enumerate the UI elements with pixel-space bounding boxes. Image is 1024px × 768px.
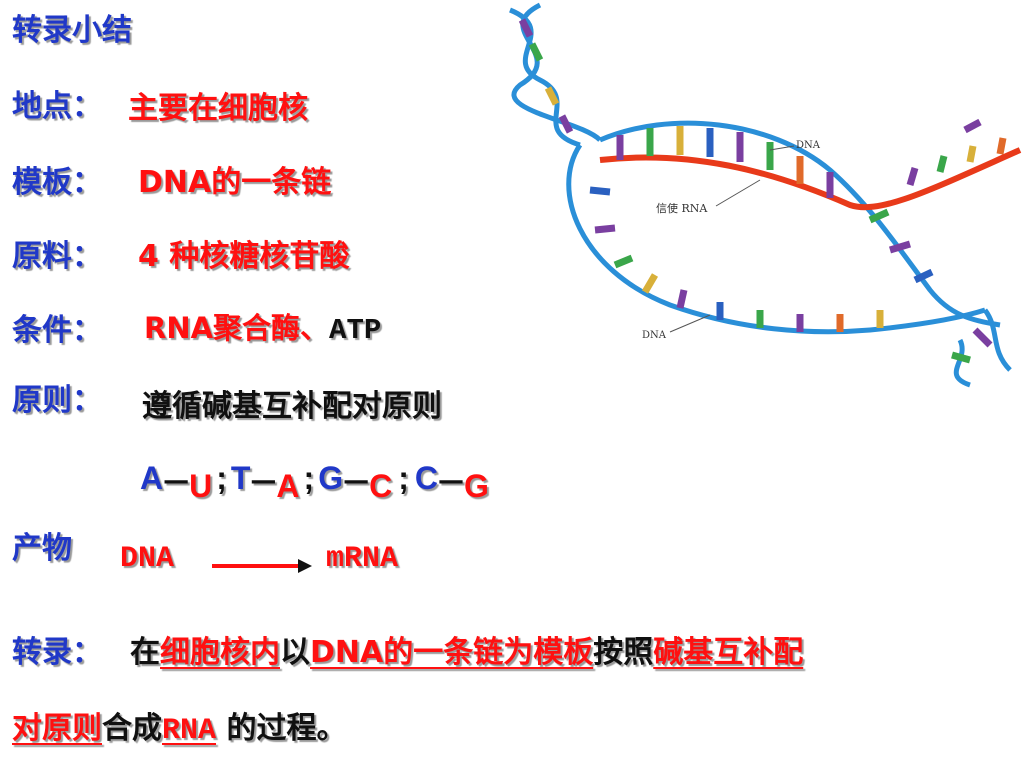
definition-seg-10: 的过程。 — [216, 711, 347, 746]
condition-value: RNA聚合酶、ATP — [144, 311, 382, 347]
base-pairs: A—U;T—A;G—C;C—G — [140, 460, 489, 502]
product-from: DNA — [120, 542, 175, 576]
location-label: 地点： — [12, 89, 102, 124]
pair-1-right: U — [189, 468, 213, 504]
pair-3-right: C — [369, 468, 393, 504]
definition-label: 转录： — [12, 635, 102, 670]
definition-seg-1: 在 — [130, 635, 160, 670]
pair-3-dash: — — [343, 466, 370, 496]
material-label: 原料： — [12, 239, 102, 274]
template-label: 模板： — [12, 165, 102, 200]
condition-atp: ATP — [329, 314, 382, 347]
definition-seg-6: 碱基互补配 — [653, 635, 804, 670]
product-to: mRNA — [326, 542, 399, 576]
definition-seg-4: DNA的一条链为模板 — [310, 635, 594, 670]
slide-title: 转录小结 — [12, 13, 132, 48]
pair-2-sep: ; — [303, 460, 315, 496]
definition-seg-9: RNA — [162, 714, 217, 748]
pair-1-dash: — — [163, 466, 190, 496]
label-dna-bottom: DNA — [642, 330, 667, 341]
pair-4-right: G — [463, 468, 489, 504]
pair-3-sep: ; — [398, 460, 409, 496]
pair-1-sep: ; — [216, 460, 227, 496]
transcription-diagram: DNA 信使 RNA DNA — [509, 2, 1022, 388]
label-mrna: 信使 RNA — [656, 202, 708, 215]
condition-enzyme: RNA聚合酶、 — [144, 311, 330, 345]
pair-1-left: A — [140, 460, 164, 496]
principle-label: 原则： — [12, 383, 102, 418]
mrna-strand — [599, 147, 1022, 211]
pair-4-dash: — — [437, 466, 464, 496]
definition-line-2: 对原则合成RNA 的过程。 — [12, 711, 347, 748]
definition-line-1: 在细胞核内以DNA的一条链为模板按照碱基互补配 — [130, 638, 803, 668]
condition-label: 条件： — [12, 313, 102, 348]
right-arrow-icon — [212, 559, 312, 573]
definition-seg-5: 按照 — [593, 635, 654, 670]
definition-seg-2: 细胞核内 — [160, 635, 280, 670]
location-value: 主要在细胞核 — [128, 91, 308, 126]
template-value: DNA的一条链 — [138, 165, 332, 200]
pair-2-left: T — [230, 460, 251, 496]
base-ticks — [518, 18, 1007, 364]
definition-seg-3: 以 — [280, 635, 310, 670]
label-dna-top: DNA — [796, 140, 821, 151]
pair-4-left: C — [414, 460, 438, 496]
pair-2-dash: — — [250, 466, 277, 496]
pair-3-left: G — [318, 460, 344, 496]
material-value: 4 种核糖核苷酸 — [138, 239, 350, 274]
pair-2-right: A — [276, 468, 300, 504]
product-label: 产物 — [12, 531, 72, 566]
principle-value: 遵循碱基互补配对原则 — [142, 389, 442, 424]
definition-seg-7: 对原则 — [12, 711, 102, 746]
definition-seg-8: 合成 — [102, 711, 162, 746]
